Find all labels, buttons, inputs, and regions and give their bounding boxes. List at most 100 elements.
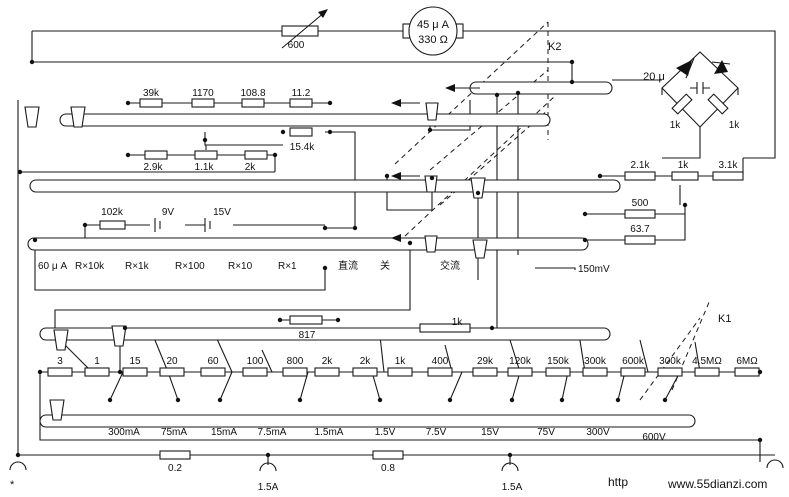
mode-rx10k: R×10k [75,261,105,272]
junction-dot [489,325,495,331]
k2-wafer-upper [469,81,613,95]
range-label: 300mA [108,427,140,438]
junction-dot [322,265,328,271]
battery-15v-label: 15V [213,207,231,218]
r-0-2-label: 0.2 [168,463,182,474]
wiper-k1-a [111,325,127,347]
switch-wafers [27,81,696,428]
selector-wafer-1 [59,113,551,127]
ladder-resistor [657,367,683,377]
bridge-cap-label: 20 μ [643,71,665,83]
rheostat-600: 600 [281,9,328,51]
range-label: 1.5mA [315,427,344,438]
r-1k-small-label: 1k [452,317,464,328]
junction-dot [125,152,131,158]
wiper-k1-lower [49,399,65,421]
range-label: 7.5V [426,427,447,438]
range-label: 1.5V [375,427,396,438]
range-label: 7.5mA [258,427,287,438]
junction-dot [757,437,763,443]
junction-dot [384,173,390,179]
junction-dot [682,202,688,208]
ladder-resistor-label: 800 [287,356,304,367]
wiper-mid [424,175,438,193]
ladder-resistor [734,367,760,377]
mode-rx10: R×10 [228,261,253,272]
bridge-resistor-right [707,93,729,115]
junction-dot [107,397,113,403]
bridge-resistor-left [671,93,693,115]
junction-dot [117,369,123,375]
ladder-resistor-label: 150k [547,356,570,367]
ladder-resistor [242,367,268,377]
bridge-rectifier: 20 μ 1k 1k [643,57,741,131]
terminal-star-label: * [10,479,15,491]
arrow-icon [445,84,455,92]
wiper-left-2 [70,106,86,128]
r-0-8-label: 0.8 [381,463,395,474]
junction-dot [297,397,303,403]
junction-dot [569,59,575,65]
ladder-resistor-label: 600k [622,356,645,367]
ladder-resistor [122,367,148,377]
ladder-resistor-label: 60 [207,356,219,367]
watermark-site: www.55dianzi.com [667,477,767,491]
resistor-chain-top: 39k 1170 108.8 11.2 15.4k [139,88,315,153]
switch-k2-label: K2 [548,41,561,53]
resistors-k1-upper: 817 1k [289,315,471,341]
terminals: * 1.5A 1.5A [9,459,784,493]
battery-icon [154,218,211,232]
switch-wipers [24,102,488,421]
ladder-resistor-label: 120k [509,356,532,367]
range-label: 15V [481,427,499,438]
junction-dots [15,59,763,458]
wiper-left-1 [24,106,40,128]
junction-dot [515,90,521,96]
junction-dot [559,397,565,403]
r-102k-label: 102k [101,207,124,218]
junction-dot [597,173,603,179]
ladder-resistor-label: 29k [477,356,494,367]
r-2-9k-label: 2.9k [144,162,164,173]
ladder-resistor-label: 6MΩ [736,356,758,367]
mode-rx100: R×100 [175,261,205,272]
r-1-1k-label: 1.1k [195,162,215,173]
junction-dot [615,397,621,403]
r-2k-label: 2k [245,162,257,173]
arrow-icon [391,234,401,242]
junction-dot [175,397,181,403]
junction-dot [265,452,271,458]
terminal-right-label: 1.5A [502,482,523,493]
bridge-r-right-label: 1k [729,120,741,131]
capacitor-icon [690,82,710,94]
ladder-resistor-label: 2k [322,356,334,367]
bottom-shunts: 0.2 0.8 [159,450,404,474]
junction-dot [32,237,38,243]
ladder-resistor-label: 1 [94,356,100,367]
ladder-resistor [352,367,378,377]
meter-resistance-label: 330 Ω [418,34,448,46]
wiper-k1-upper [53,329,69,351]
junction-dot [377,397,383,403]
r-817-label: 817 [299,330,316,341]
r-108-8-label: 108.8 [240,88,265,99]
junction-dot [29,59,35,65]
ladder-resistor [582,367,608,377]
switch-k1-label: K1 [718,313,731,325]
battery-9v-label: 9V [162,207,175,218]
terminal-common [9,461,27,471]
terminal-mid [259,462,277,472]
ladder-resistor [84,367,110,377]
r-15-4k-label: 15.4k [290,142,315,153]
junction-dot [277,317,283,323]
watermark-http: http [608,475,628,489]
switch-arrows [391,84,480,242]
ladder-resistor-label: 3 [57,356,63,367]
resistor-chain-mid: 2.9k 1.1k 2k [144,145,268,173]
ladder-resistor-label: 1k [395,356,407,367]
ladder-resistor [427,367,453,377]
junction-dot [662,397,668,403]
ladder-resistor [159,367,185,377]
